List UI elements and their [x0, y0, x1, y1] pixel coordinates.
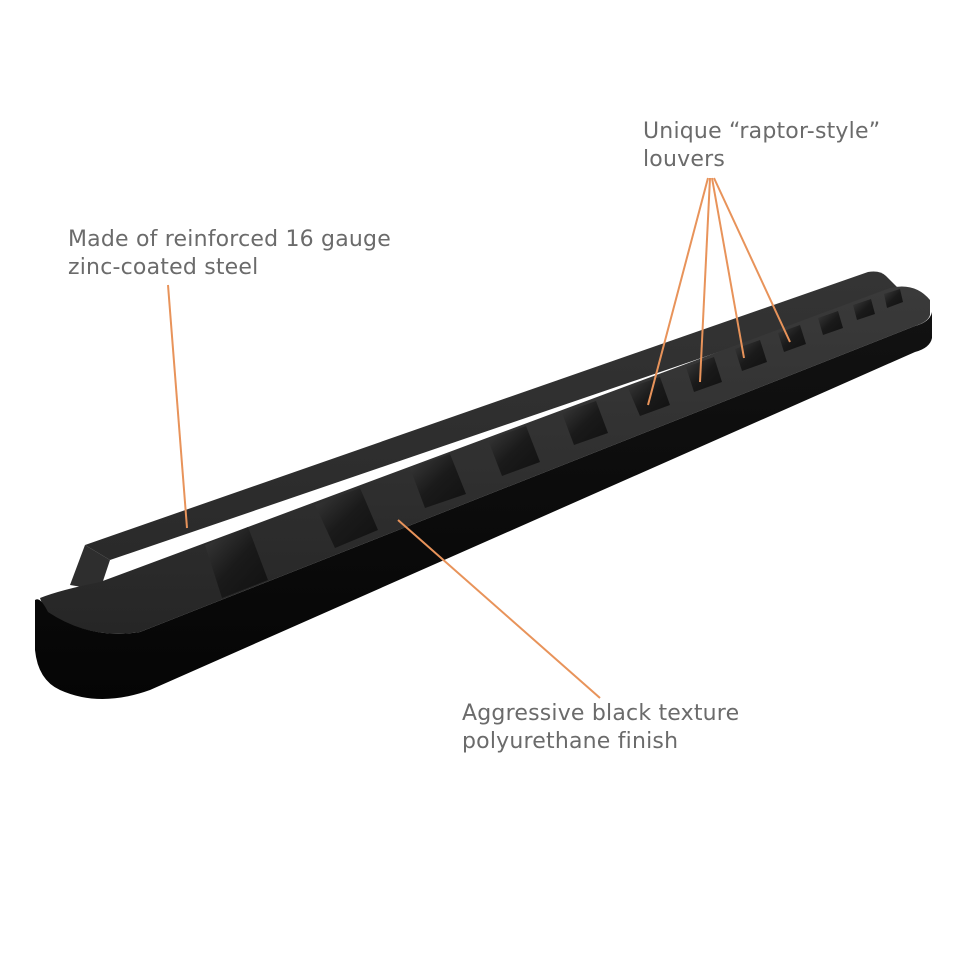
callout-finish-line-2: polyurethane finish	[462, 729, 679, 754]
callout-louvers-line-1: Unique “raptor-style”	[643, 119, 881, 144]
leader-louvers-1	[647, 177, 709, 406]
leader-louvers-4	[713, 177, 791, 343]
callout-steel: Made of reinforced 16 gauge zinc-coated …	[68, 226, 391, 282]
leader-louvers-2	[699, 177, 711, 383]
leader-finish	[397, 519, 601, 699]
leader-louvers-3	[711, 177, 745, 359]
callout-steel-line-2: zinc-coated steel	[68, 255, 259, 280]
louvers	[205, 289, 903, 598]
callout-steel-line-1: Made of reinforced 16 gauge	[68, 227, 391, 252]
callout-louvers: Unique “raptor-style” louvers	[643, 118, 880, 174]
leader-steel	[167, 284, 188, 529]
callout-leaders	[167, 177, 791, 699]
rear-flange	[85, 271, 900, 560]
callout-finish: Aggressive black texture polyurethane fi…	[462, 700, 739, 756]
front-fascia	[35, 312, 932, 699]
callout-finish-line-1: Aggressive black texture	[462, 701, 740, 726]
callout-louvers-line-2: louvers	[643, 147, 725, 172]
